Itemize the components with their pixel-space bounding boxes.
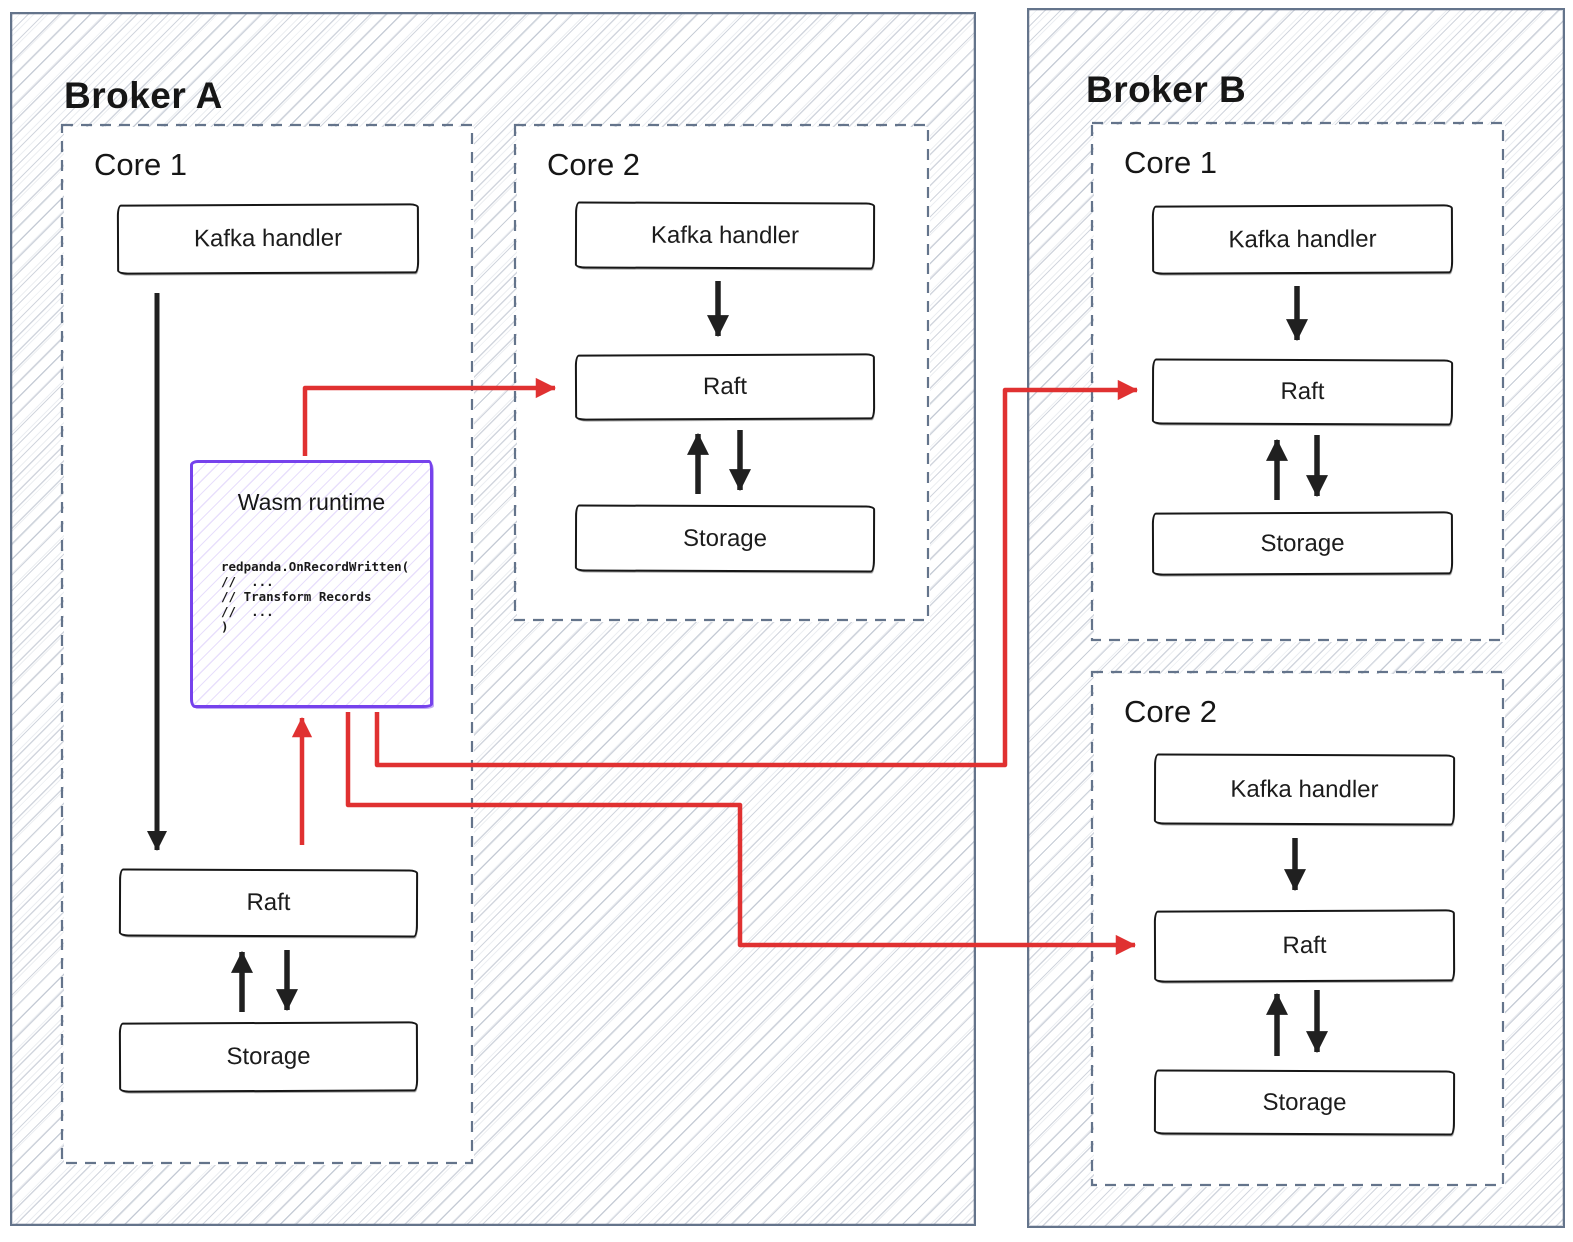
broker-b-core-2-label: Core 2	[1124, 694, 1218, 729]
kafka-handler-label: Kafka handler	[193, 224, 343, 253]
broker-b-core-1-storage-box: Storage	[1151, 511, 1454, 576]
broker-a-core-2: Core 2 Kafka handler Raft Storage	[517, 127, 930, 622]
broker-a: Broker A Core 1 Kafka handler Wasm runti…	[10, 12, 976, 1226]
broker-b-core-1-kafka-handler-box: Kafka handler	[1151, 204, 1454, 275]
broker-b-core-2-storage-box: Storage	[1153, 1069, 1456, 1136]
broker-a-core-1-storage-box: Storage	[118, 1021, 419, 1093]
wasm-code-snippet: redpanda.OnRecordWritten( // ... // Tran…	[221, 559, 409, 634]
broker-b: Broker B Core 1 Kafka handler Raft Stora…	[1027, 8, 1565, 1228]
broker-b-core-1-label: Core 1	[1124, 145, 1218, 180]
storage-label: Storage	[1262, 1088, 1347, 1116]
broker-b-core-1: Core 1 Kafka handler Raft Storage	[1094, 125, 1505, 642]
code-line: // ...	[221, 604, 274, 619]
broker-b-core-2: Core 2 Kafka handler Raft Storage	[1094, 674, 1505, 1187]
code-line: )	[221, 619, 229, 634]
raft-label: Raft	[702, 372, 748, 401]
code-line: // ...	[221, 574, 274, 589]
raft-label: Raft	[1282, 931, 1327, 960]
broker-b-core-2-kafka-handler-box: Kafka handler	[1153, 753, 1456, 826]
broker-a-core-2-raft-box: Raft	[574, 353, 876, 421]
code-line: redpanda.OnRecordWritten(	[221, 559, 410, 574]
broker-a-core-2-label: Core 2	[547, 147, 641, 182]
storage-label: Storage	[1260, 529, 1345, 557]
broker-b-core-2-raft-box: Raft	[1153, 909, 1456, 983]
broker-a-core-2-kafka-handler-box: Kafka handler	[574, 201, 876, 270]
wasm-runtime-title: Wasm runtime	[237, 489, 386, 515]
broker-a-core-1-kafka-handler-box: Kafka handler	[116, 203, 420, 275]
kafka-handler-label: Kafka handler	[1228, 225, 1377, 253]
broker-a-core-1: Core 1 Kafka handler Wasm runtime redpan…	[64, 127, 474, 1165]
wasm-runtime-box: Wasm runtime redpanda.OnRecordWritten( /…	[190, 460, 433, 708]
broker-b-core-1-raft-box: Raft	[1151, 358, 1454, 426]
raft-label: Raft	[246, 888, 291, 917]
storage-label: Storage	[682, 524, 768, 552]
code-line: // Transform Records	[221, 589, 372, 604]
kafka-handler-label: Kafka handler	[650, 221, 800, 249]
broker-b-title: Broker B	[1086, 68, 1247, 110]
kafka-handler-label: Kafka handler	[1230, 775, 1379, 803]
storage-label: Storage	[226, 1042, 311, 1071]
raft-label: Raft	[1280, 377, 1325, 406]
broker-a-core-2-storage-box: Storage	[574, 504, 876, 573]
broker-a-core-1-raft-box: Raft	[118, 868, 419, 938]
broker-a-core-1-label: Core 1	[94, 147, 188, 182]
broker-a-title: Broker A	[64, 74, 223, 116]
